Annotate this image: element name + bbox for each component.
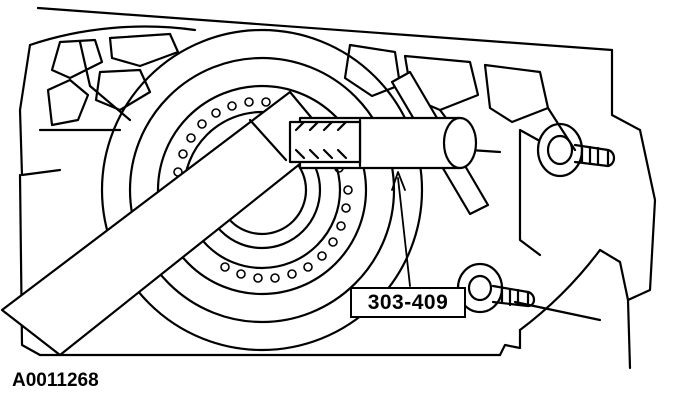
tool-leader-line: [391, 171, 411, 287]
casting-ribs: [38, 32, 577, 154]
tool-number-label: 303-409: [350, 287, 466, 318]
mounting-stud-lower: [456, 262, 602, 322]
mounting-stud-upper: [518, 122, 616, 257]
breaker-bar: [0, 90, 332, 357]
holding-tool: [288, 70, 490, 216]
engine-block-outline: [18, 6, 657, 370]
figure-id: A0011268: [12, 370, 99, 391]
